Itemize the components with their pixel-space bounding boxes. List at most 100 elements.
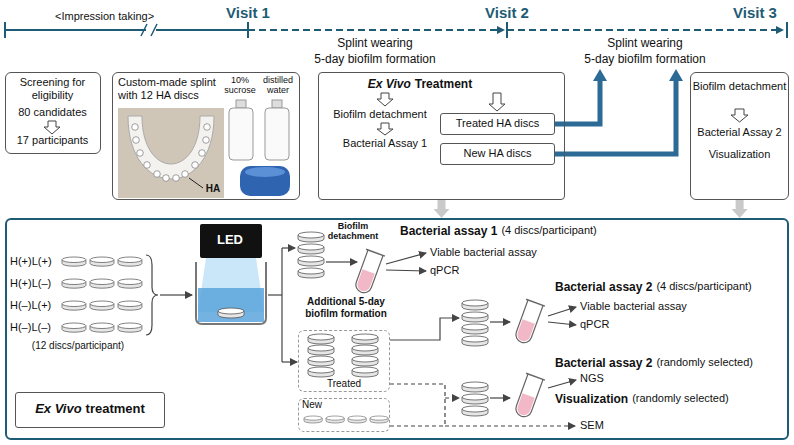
dashed-line [390,384,445,426]
down-arrow [377,93,393,106]
sucrose-bottle [229,108,253,160]
dashed-arrow [445,397,459,398]
node-text: Screening for eligibility [7,76,98,102]
ha-disc [132,124,139,131]
ha-disc [298,256,324,266]
detail-panel: H(+)L(+)H(+)L(–)H(–)L(+)H(–)L(–)(12 disc… [5,218,789,440]
leader-line [189,178,203,188]
text-row: Treated HA discs [440,117,555,130]
water-bottle [265,108,289,160]
bottle-cap [272,100,282,108]
ha-disc [370,416,388,423]
ha-disc [298,232,324,242]
text-row: qPCR [430,264,510,277]
text-row: New HA discs [440,147,555,160]
ha-disc [348,416,366,423]
process-box: New HA discs [440,143,555,165]
test-tube [512,373,545,419]
node-text: Biofilm detachment [324,222,382,242]
ha-disc [90,301,114,310]
splint [128,116,214,179]
flow-arrow [548,380,576,388]
node-text: Viable bacterial assay [580,300,687,313]
down-arrow [44,121,60,134]
node-text: 80 candidates [18,106,87,119]
node-text: 17 participants [17,134,89,147]
timeline-arrowhead [776,26,784,34]
node-text: H(–)L(–) [10,321,51,334]
split-line [281,248,282,362]
ha-disc [352,356,378,366]
ha-disc [308,356,334,366]
ha-disc [462,312,488,322]
node-text: (4 discs/participant) [656,280,751,294]
text-row: New [302,399,342,411]
node-text: HA [206,183,220,195]
text-row: Visit 2 [472,4,542,22]
ha-disc [462,336,488,346]
node-text: H(+)L(+) [10,255,52,268]
node-text: New [302,399,322,411]
section-label-box: Ex Vivotreatment [15,392,165,428]
text-row: 80 candidates [7,106,98,119]
timeline-label: 5-day biofilm formation [314,52,435,66]
node-text: Visualization [555,392,628,406]
text-row: Bacterial assay 1(4 discs/participant) [400,224,660,238]
node-text: LED [217,232,243,248]
down-arrow [731,109,748,122]
dashed-arrow [445,425,575,426]
ha-disc [203,137,210,144]
text-row: NGS [580,372,660,385]
text-row: qPCR [580,318,660,331]
ha-disc [308,345,334,355]
node-text: SEM [580,419,604,432]
splint-case-lid [245,167,285,177]
ha-disc [462,406,488,416]
text-row: Viable bacterial assay [580,300,730,313]
text-row: HA [203,183,223,195]
timeline-dashed [507,29,777,31]
node-text: Biofilm detachment [333,108,427,121]
ha-disc [462,382,488,392]
ha-disc [173,175,180,182]
text-row: Screening for eligibility [7,76,98,102]
timeline-line [5,29,146,31]
timeline-label: <Impression taking> [55,10,154,23]
text-row: Ex Vivotreatment [15,401,165,417]
node-text: (randomly selected) [656,356,753,370]
node-text: H(–)L(+) [10,299,51,312]
flow-arrow [386,270,426,271]
text-row: Visit 1 [213,4,283,22]
text-row: H(+)L(+) [10,255,60,268]
ha-disc [118,301,142,310]
text-row: Splint wearing [580,36,710,50]
node-text: Visualization [709,148,771,161]
down-arrow [489,93,505,111]
timeline-break [141,24,157,36]
node-text: qPCR [430,264,459,277]
text-row: (12 discs/participant) [8,340,148,352]
ha-disc [192,162,199,169]
splint-discs [132,124,211,182]
screening-box: Screening for eligibility 80 candidates 17… [5,72,101,154]
node-text: treatment [86,401,145,417]
ha-disc [118,279,142,288]
node-text: Additional 5-day biofilm formation [296,296,396,320]
text-row: Viable bacterial assay [430,246,580,259]
node-text: NGS [580,372,604,385]
text-row: Splint wearing [310,36,440,50]
node-text: Custom-made splint with 12 HA discs [118,76,222,102]
down-arrow [377,123,393,135]
text-row: Bacterial Assay 1 [325,137,445,150]
node-text: Bacterial assay 2 [555,356,652,370]
ha-disc [199,150,206,157]
ha-disc [204,124,211,131]
node-text: Ex Vivo [368,77,411,91]
brace [146,255,158,335]
ha-disc [352,334,378,344]
flow-arrow [326,261,357,262]
node-text: (4 discs/participant) [501,224,596,238]
timeline-tick [247,22,249,38]
connector-head [434,209,450,218]
